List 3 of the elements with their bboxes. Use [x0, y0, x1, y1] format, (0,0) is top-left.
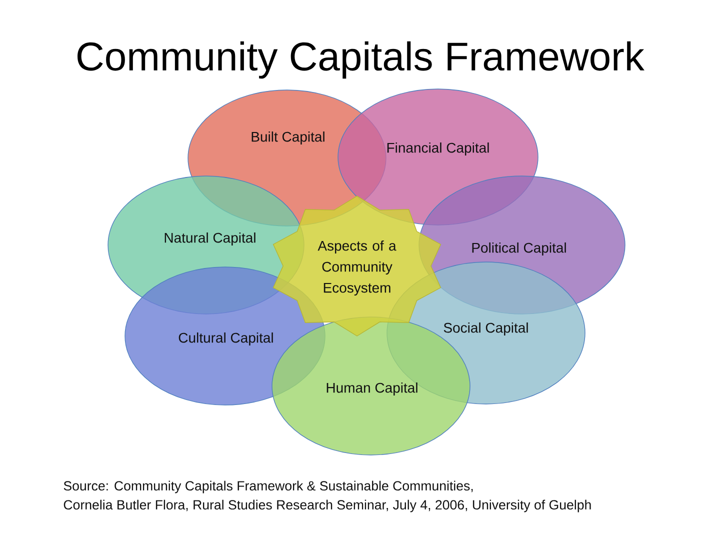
title: Community Capitals Framework [78, 41, 644, 79]
source-note: Source: Community Capitals Framework & Sustainable Communities, [64, 480, 473, 494]
source-note: Cornelia Butler Flora, Rural Studies Research Seminar, July 4, 2006, University of Guelph [64, 500, 591, 512]
